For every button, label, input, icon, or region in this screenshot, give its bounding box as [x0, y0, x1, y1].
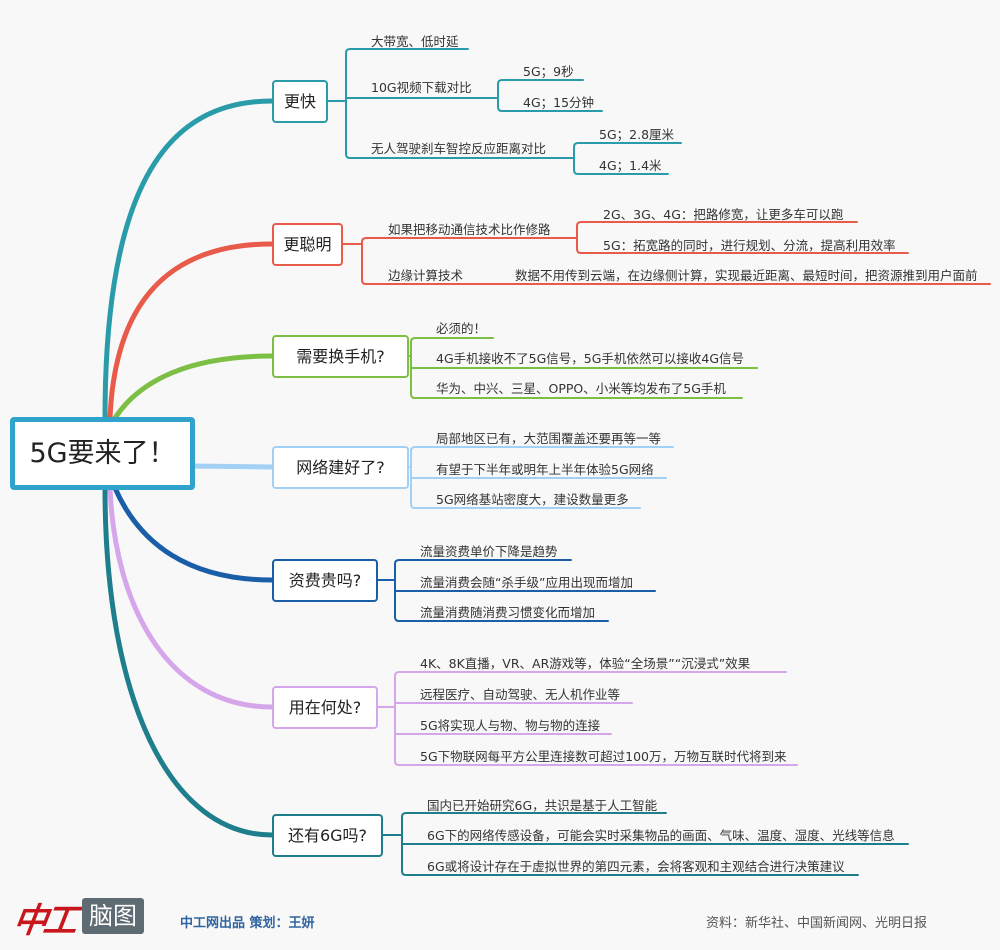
leaf: 4G；1.4米 — [599, 158, 662, 173]
brand-logo: 中工 — [10, 901, 77, 941]
leaf: 流量资费单价下降是趋势 — [420, 544, 558, 559]
leaf: 5G网络基站密度大，建设数量更多 — [436, 492, 629, 507]
leaf: 5G；9秒 — [523, 64, 574, 79]
link-smarter — [107, 241, 275, 421]
branch-smarter[interactable]: 更聪明 — [272, 223, 343, 266]
credit-text: 中工网出品 策划：王妍 — [180, 916, 315, 931]
leaf: 5G将实现人与物、物与物的连接 — [420, 718, 601, 733]
leaf: 无人驾驶刹车智控反应距离对比 — [371, 141, 547, 156]
leaf: 如果把移动通信技术比作修路 — [388, 222, 551, 237]
leaf: 边缘计算技术 — [388, 268, 464, 283]
leaf: 6G下的网络传感设备，可能会实时采集物品的画面、气味、温度、湿度、光线等信息 — [427, 828, 895, 843]
leaf: 10G视频下载对比 — [371, 80, 472, 95]
leaf: 5G：拓宽路的同时，进行规划、分流，提高利用效率 — [603, 238, 896, 253]
root-node[interactable]: 5G要来了！ — [10, 417, 195, 490]
leaf: 局部地区已有，大范围覆盖还要再等一等 — [436, 431, 662, 446]
branch-phone[interactable]: 需要换手机? — [272, 335, 409, 378]
leaf: 流量消费随消费习惯变化而增加 — [420, 605, 596, 620]
leaf: 必须的！ — [436, 321, 487, 336]
branch-network[interactable]: 网络建好了? — [272, 446, 409, 489]
leaf: 数据不用传到云端，在边缘侧计算，实现最近距离、最短时间，把资源推到用户面前 — [515, 268, 978, 283]
leaf: 国内已开始研究6G，共识是基于人工智能 — [427, 798, 658, 813]
leaf: 华为、中兴、三星、OPPO、小米等均发布了5G手机 — [436, 381, 726, 396]
leaf: 4G；15分钟 — [523, 95, 595, 110]
leaf: 5G；2.8厘米 — [599, 127, 675, 142]
source-text: 资料：新华社、中国新闻网、光明日报 — [706, 916, 928, 931]
leaf: 有望于下半年或明年上半年体验5G网络 — [436, 462, 654, 477]
leaf: 5G下物联网每平方公里连接数可超过100万，万物互联时代将到来 — [420, 749, 787, 764]
link-faster — [102, 98, 275, 421]
leaf: 4G手机接收不了5G信号，5G手机依然可以接收4G信号 — [436, 351, 745, 366]
link-phone — [112, 353, 275, 421]
leaf: 6G或将设计存在于虚拟世界的第四元素，会将客观和主观结合进行决策建议 — [427, 859, 845, 874]
branch-faster[interactable]: 更快 — [272, 80, 328, 123]
leaf: 2G、3G、4G：把路修宽，让更多车可以跑 — [603, 207, 844, 222]
link-price — [112, 485, 275, 583]
branch-price[interactable]: 资费贵吗? — [272, 559, 378, 602]
link-network — [187, 463, 275, 470]
leaf: 大带宽、低时延 — [371, 34, 459, 49]
leaf: 流量消费会随“杀手级”应用出现而增加 — [420, 575, 633, 590]
leaf: 4K、8K直播，VR、AR游戏等，体验“全场景”“沉浸式”效果 — [420, 656, 751, 671]
link-usage — [107, 485, 275, 710]
link-six-g — [102, 485, 275, 838]
branch-usage[interactable]: 用在何处? — [272, 686, 378, 729]
brand-logo-box: 脑图 — [82, 898, 144, 934]
leaf: 远程医疗、自动驾驶、无人机作业等 — [420, 687, 621, 702]
branch-six-g[interactable]: 还有6G吗? — [272, 814, 383, 857]
